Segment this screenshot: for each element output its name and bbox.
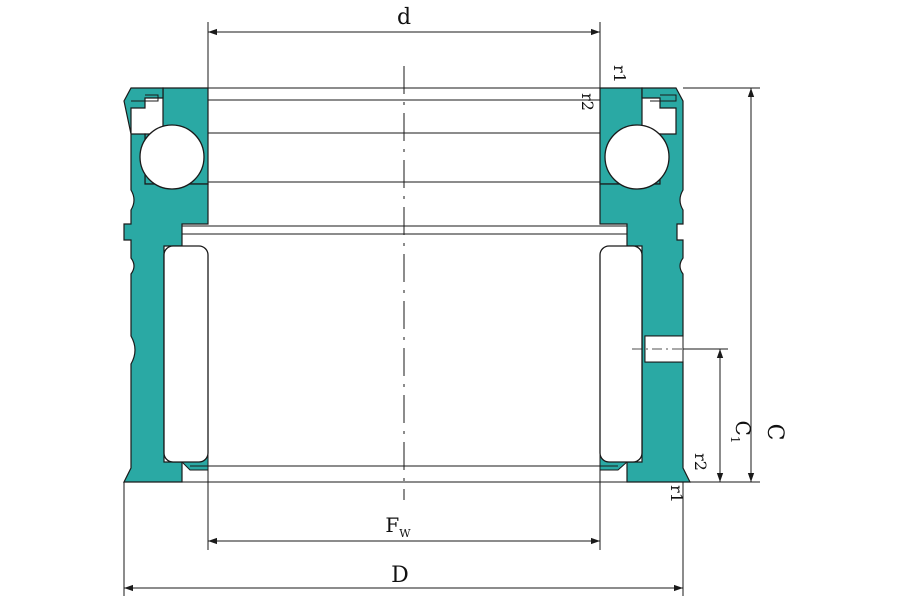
label-D: D xyxy=(391,563,409,588)
left-section xyxy=(123,87,209,483)
label-r1-top: r1 xyxy=(610,65,629,83)
left-needle-roller xyxy=(163,245,209,463)
right-ball xyxy=(604,124,670,190)
label-Fw: FW xyxy=(385,513,411,540)
right-outer-ring xyxy=(599,87,691,483)
label-C1: C1 xyxy=(728,421,755,444)
right-section xyxy=(599,87,691,483)
label-r2-bottom: r2 xyxy=(691,453,710,471)
label-r1-bottom: r1 xyxy=(667,485,686,503)
label-C: C xyxy=(762,424,787,441)
label-d: d xyxy=(397,5,411,30)
left-ball xyxy=(139,124,205,190)
label-r2-top: r2 xyxy=(578,93,597,111)
dimension-lines xyxy=(123,22,760,596)
right-needle-roller xyxy=(599,245,643,463)
